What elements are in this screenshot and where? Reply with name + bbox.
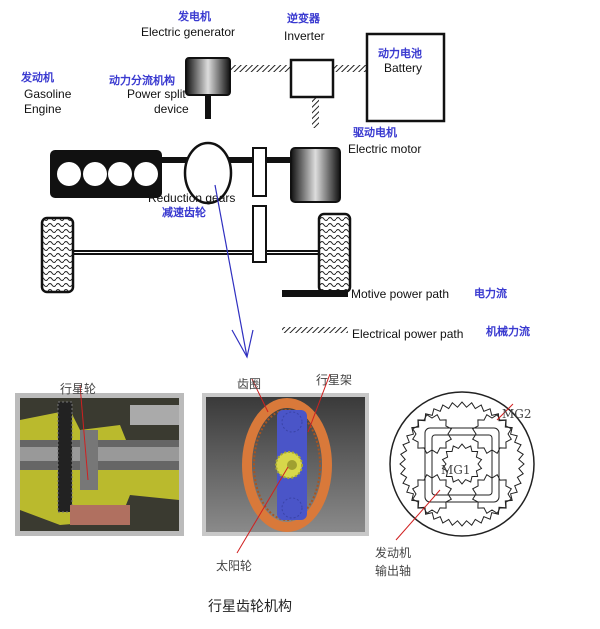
generator-en-label: Electric generator	[141, 25, 235, 39]
planet-gear-outline	[471, 473, 513, 515]
planet-gear-outline	[411, 473, 453, 515]
legend-electrical-label: Electrical power path	[352, 327, 463, 341]
generator-shaft	[205, 83, 211, 119]
legend-motive-label: Motive power path	[351, 287, 449, 301]
inverter-block	[289, 58, 335, 99]
reduction-gear-upper	[252, 147, 267, 197]
battery-en-label: Battery	[384, 61, 422, 75]
gen-inverter-link	[230, 65, 291, 72]
engine-block	[50, 150, 162, 198]
planet-gear-outline	[411, 413, 453, 455]
engine-en-label-1: Gasoline	[24, 87, 72, 101]
inverter-motor-link	[312, 85, 319, 128]
planet-gear-outline	[471, 413, 513, 455]
reduction-en-label: Reduction gears	[148, 191, 235, 205]
planet-gear-label: 行星轮	[60, 382, 96, 396]
inverter-en-label: Inverter	[284, 29, 325, 43]
power-split-device	[183, 141, 233, 205]
power-split-en-label-2: device	[154, 102, 189, 116]
battery-block	[365, 32, 446, 123]
inverter-cn-label: 逆变器	[287, 11, 321, 25]
generator-block	[185, 57, 231, 96]
sun-gear-outline	[441, 443, 483, 485]
carrier-label: 行星架	[316, 373, 352, 387]
engine-shaft-label-2: 输出轴	[375, 563, 411, 578]
planetary-3d-render	[202, 393, 369, 536]
engine-shaft-label-1: 发动机	[375, 545, 411, 560]
planetary-schematic	[389, 391, 535, 537]
right-wheel	[317, 212, 352, 294]
legend-electrical-swatch	[282, 327, 348, 333]
legend-electrical-cn: 机械力流	[486, 324, 530, 338]
battery-cn-label: 动力电池	[378, 46, 422, 60]
power-split-cn-label: 动力分流机构	[109, 73, 175, 87]
reduction-gear-lower	[252, 205, 267, 263]
generator-cn-label: 发电机	[177, 9, 211, 23]
engine-en-label-2: Engine	[24, 102, 62, 116]
blue-pointer-arrow	[214, 184, 254, 359]
reduction-cn-label: 减速齿轮	[162, 205, 206, 219]
planetary-cutaway-photo	[15, 393, 184, 536]
motor-cn-label: 驱动电机	[353, 125, 397, 139]
legend-motive-cn: 电力流	[474, 286, 507, 300]
sun-gear-label: 太阳轮	[216, 558, 252, 573]
power-split-en-label-1: Power split	[127, 87, 186, 101]
left-wheel	[40, 216, 75, 294]
red-pointer-lines	[79, 373, 514, 554]
engine-cn-label: 发动机	[20, 70, 54, 84]
motor-en-label: Electric motor	[348, 142, 421, 156]
motor-block	[290, 147, 341, 203]
ring-gear-outline	[399, 401, 525, 527]
mg1-label: MG1	[441, 463, 471, 477]
figure-caption: 行星齿轮机构	[208, 599, 292, 615]
legend-motive-swatch	[282, 290, 348, 297]
mg2-label: MG2	[502, 407, 532, 421]
inverter-battery-link	[333, 65, 366, 72]
ring-gear-label: 齿圈	[237, 377, 261, 391]
